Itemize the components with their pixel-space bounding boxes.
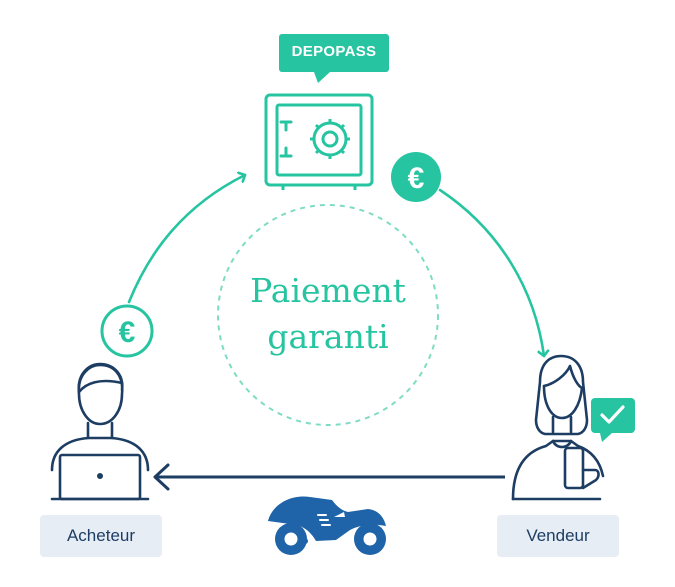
seller-label: Vendeur <box>497 515 619 557</box>
safe-icon <box>264 93 374 190</box>
seller-person-icon <box>511 354 605 501</box>
checkmark-icon <box>591 398 635 442</box>
depopass-badge-label: DEPOPASS <box>291 43 377 60</box>
buyer-person-icon <box>50 362 150 501</box>
motorcycle-icon <box>268 496 386 555</box>
center-dashed-circle <box>217 204 439 426</box>
euro-icon-right: € <box>391 152 441 202</box>
svg-text:€: € <box>119 316 136 349</box>
arrow-buyer-to-depopass <box>127 175 247 304</box>
buyer-label: Acheteur <box>40 515 162 557</box>
euro-icon-left: € <box>100 304 154 358</box>
center-caption-line1: Paiement <box>250 271 406 310</box>
arrow-seller-to-buyer <box>153 463 505 491</box>
svg-text:€: € <box>408 162 425 195</box>
arrow-depopass-to-seller <box>438 188 544 358</box>
depopass-badge <box>279 34 389 83</box>
center-caption-line2: garanti <box>267 317 389 356</box>
center-caption: Paiement garanti <box>218 268 438 360</box>
